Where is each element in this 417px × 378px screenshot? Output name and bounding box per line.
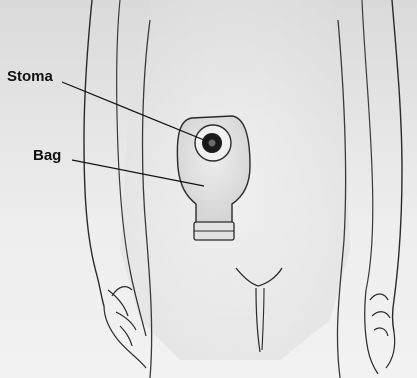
stoma-highlight: [209, 140, 216, 147]
stoma-label: Stoma: [7, 69, 53, 84]
left-arm-outline: [84, 0, 104, 306]
bag-label: Bag: [33, 148, 61, 163]
right-hand: [365, 290, 395, 374]
right-arm-inner-outline: [362, 0, 373, 290]
right-arm-outline: [392, 0, 402, 332]
